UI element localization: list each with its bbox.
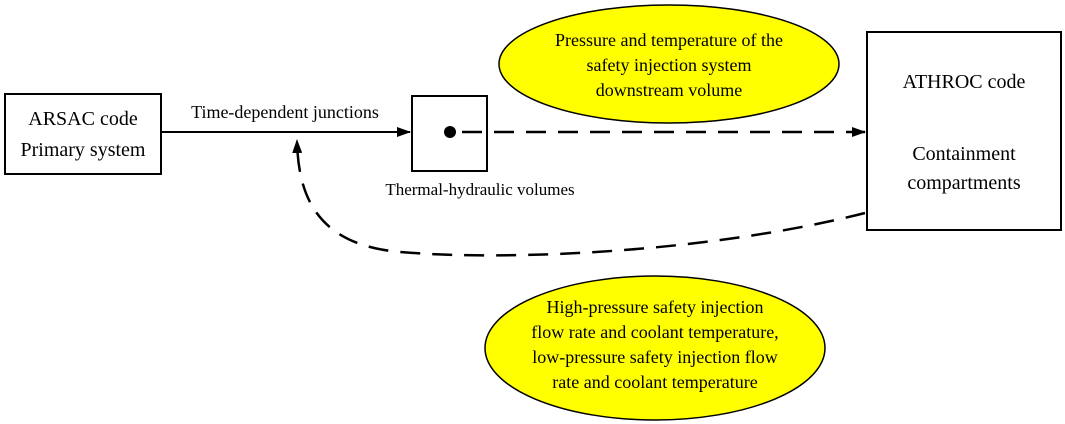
arsac-box-title: ARSAC code bbox=[28, 108, 138, 130]
bottom-info-ellipse: High-pressure safety injection flow rate… bbox=[484, 275, 826, 421]
top-ellipse-line1: Pressure and temperature of the bbox=[555, 30, 783, 50]
arsac-box: ARSAC code Primary system bbox=[4, 93, 162, 175]
bottom-ellipse-line3: low-pressure safety injection flow bbox=[532, 347, 777, 367]
volume-node-dot bbox=[444, 126, 456, 138]
junction-label: Time-dependent junctions bbox=[191, 102, 379, 122]
bottom-ellipse-line4: rate and coolant temperature bbox=[552, 372, 757, 392]
athroc-box-line3: compartments bbox=[907, 172, 1021, 194]
bottom-ellipse-line1: High-pressure safety injection bbox=[547, 297, 764, 317]
top-ellipse-line3: downstream volume bbox=[596, 80, 742, 100]
athroc-box-line2: Containment bbox=[912, 143, 1016, 165]
bottom-ellipse-line2: flow rate and coolant temperature, bbox=[531, 322, 778, 342]
thermal-hydraulic-volume-box bbox=[411, 95, 488, 172]
athroc-box-title: ATHROC code bbox=[903, 71, 1026, 93]
top-ellipse-line2: safety injection system bbox=[587, 55, 752, 75]
volume-label: Thermal-hydraulic volumes bbox=[385, 180, 574, 199]
athroc-box: ATHROC code Containment compartments bbox=[866, 31, 1062, 231]
arsac-box-subtitle: Primary system bbox=[21, 139, 146, 161]
top-info-ellipse: Pressure and temperature of the safety i… bbox=[498, 4, 840, 124]
containment-feedback-arrow bbox=[292, 139, 866, 257]
